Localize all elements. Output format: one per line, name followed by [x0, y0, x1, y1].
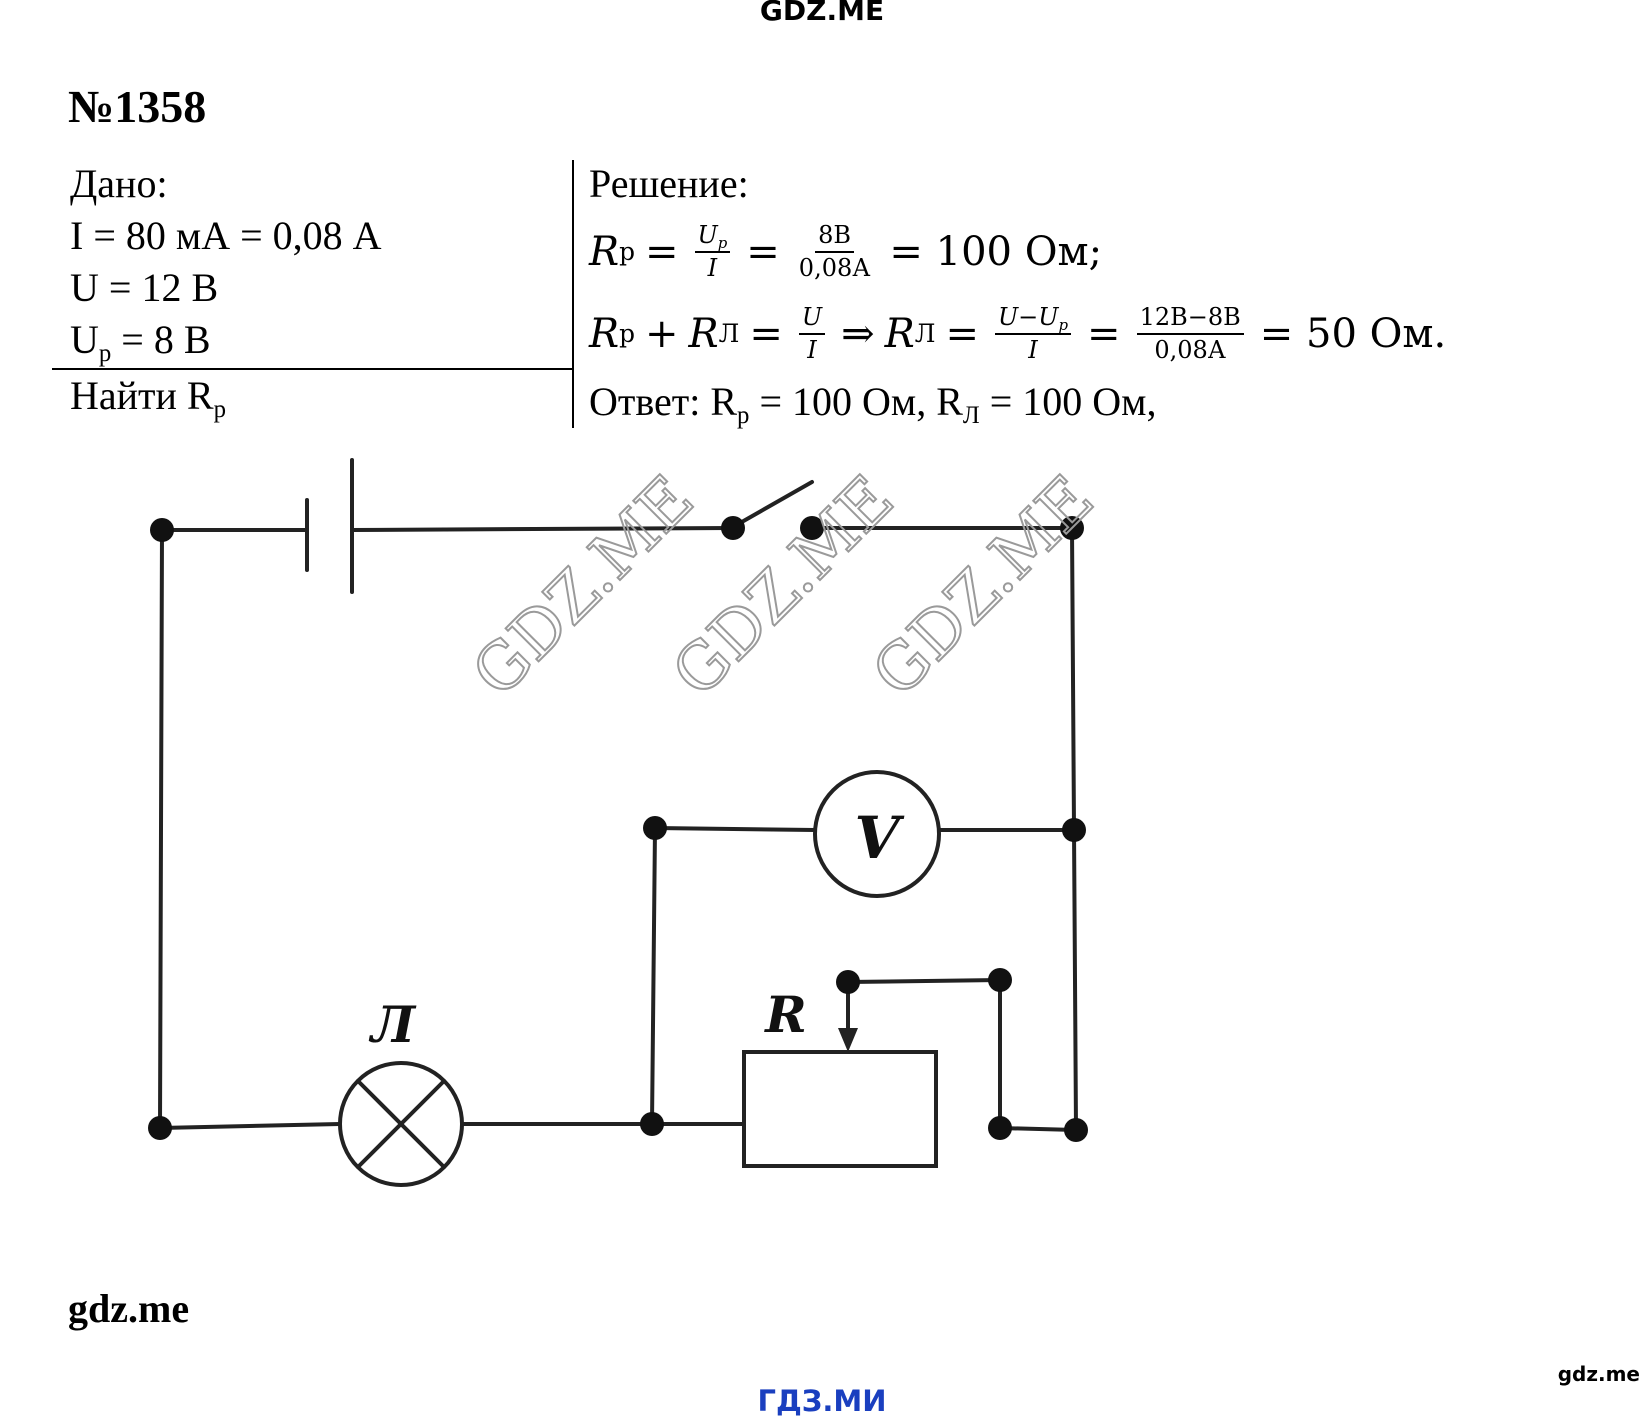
- f1-result: = 100 Ом;: [889, 229, 1103, 275]
- given-current: I = 80 мА = 0,08 А: [70, 213, 382, 258]
- lamp-cross-b: [356, 1079, 446, 1169]
- f2-c: R: [884, 311, 915, 357]
- f2-frac2-num-main: U−U: [997, 303, 1059, 332]
- f2-frac2-den: I: [1028, 335, 1038, 364]
- wire-left-vertical: [158, 528, 164, 1130]
- f2-b: R: [688, 311, 719, 357]
- node-voltmeter-left: [643, 816, 667, 840]
- wire-slider-right: [998, 1126, 1078, 1132]
- footer-site-ru: ГДЗ.МИ: [757, 1384, 887, 1418]
- f2-frac3: 12В−8В 0,08А: [1136, 305, 1244, 364]
- f2-eq3: =: [1087, 311, 1121, 357]
- f2-a: R: [589, 311, 620, 357]
- up-subscript: р: [98, 339, 112, 367]
- f2-frac2-num: U−Uр: [994, 303, 1072, 335]
- f1-frac1-num-sub: р: [717, 234, 728, 253]
- given-title: Дано:: [70, 161, 168, 206]
- switch-blade: [731, 480, 814, 529]
- given-rheostat-voltage: Uр = 8 В: [70, 316, 211, 366]
- f1-lhs: R: [589, 229, 620, 275]
- answer-line: Ответ: Rр = 100 Ом, RЛ = 100 Ом,: [589, 378, 1157, 428]
- f1-eq2: =: [746, 229, 780, 275]
- answer-prefix: Ответ: R: [589, 379, 738, 424]
- f2-plus: +: [645, 311, 679, 357]
- find-label: Найти R: [70, 373, 214, 418]
- site-header: GDZ.ME: [759, 0, 885, 27]
- problem-number: №1358: [68, 81, 207, 132]
- lamp-label: Л: [368, 995, 417, 1054]
- f2-result: = 50 Ом.: [1259, 311, 1447, 357]
- node-bottom-junction: [640, 1112, 664, 1136]
- lamp-circle: [338, 1061, 464, 1187]
- rheostat-body: [742, 1050, 938, 1168]
- table-vertical-divider: [572, 160, 574, 428]
- up-symbol: U: [70, 317, 99, 362]
- answer-sub2: Л: [962, 401, 980, 429]
- footer-site: gdz.me: [68, 1286, 190, 1331]
- find-line: Найти Rр: [70, 372, 226, 422]
- node-top-left: [150, 518, 174, 542]
- f2-frac3-num: 12В−8В: [1136, 305, 1244, 335]
- node-slider: [836, 970, 860, 994]
- f2-eq: =: [749, 311, 783, 357]
- f1-frac1-num-main: U: [697, 221, 718, 250]
- f1-frac1-den: I: [707, 253, 718, 282]
- node-switch-right: [800, 516, 824, 540]
- f2-frac3-den: 0,08А: [1154, 335, 1226, 364]
- wire-slider-top: [846, 978, 1002, 984]
- node-switch-left: [721, 516, 745, 540]
- slider-arrow-icon: [838, 1028, 858, 1052]
- f2-frac2: U−Uр I: [994, 303, 1072, 364]
- f2-frac1-num: U: [798, 305, 826, 335]
- find-subscript: р: [213, 395, 227, 423]
- f1-frac2: 8В 0,08А: [796, 223, 874, 282]
- f1-frac1-num: Uр: [694, 221, 731, 253]
- footer-corner-site: gdz.me: [1557, 1362, 1640, 1386]
- rheostat-label: R: [763, 985, 807, 1044]
- answer-sub1: р: [737, 401, 750, 429]
- given-voltage: U = 12 В: [70, 265, 219, 310]
- f1-eq: =: [645, 229, 679, 275]
- node-bottom-left: [148, 1116, 172, 1140]
- node-bottom-right: [1064, 1118, 1088, 1142]
- f1-frac1: Uр I: [694, 221, 731, 282]
- wire-battery-switch: [350, 526, 735, 532]
- node-rheostat-right: [988, 1116, 1012, 1140]
- f2-frac2-num-sub: р: [1058, 316, 1069, 335]
- node-voltmeter-right: [1062, 818, 1086, 842]
- f2-implies: ⇒: [841, 311, 875, 357]
- f2-eq2: =: [945, 311, 979, 357]
- node-top-right: [1060, 516, 1084, 540]
- voltmeter-circle: [813, 770, 941, 898]
- wire-bottom-lamp: [158, 1122, 342, 1130]
- solution-title: Решение:: [589, 161, 749, 206]
- f1-frac2-num: 8В: [815, 223, 855, 253]
- watermark-1: GDZ.ME: [459, 462, 708, 711]
- answer-end: = 100 Ом,: [979, 379, 1157, 424]
- answer-mid: = 100 Ом, R: [749, 379, 963, 424]
- f2-frac1-den: I: [807, 335, 817, 364]
- given-find-divider: [52, 368, 573, 370]
- voltmeter-label: V: [854, 804, 904, 872]
- f1-frac2-den: 0,08А: [798, 253, 871, 282]
- wire-to-voltmeter: [653, 826, 817, 832]
- f2-frac1: U I: [798, 305, 826, 364]
- up-value: = 8 В: [121, 317, 211, 362]
- wire-voltmeter-branch-left: [650, 826, 657, 1126]
- node-slider-right: [988, 968, 1012, 992]
